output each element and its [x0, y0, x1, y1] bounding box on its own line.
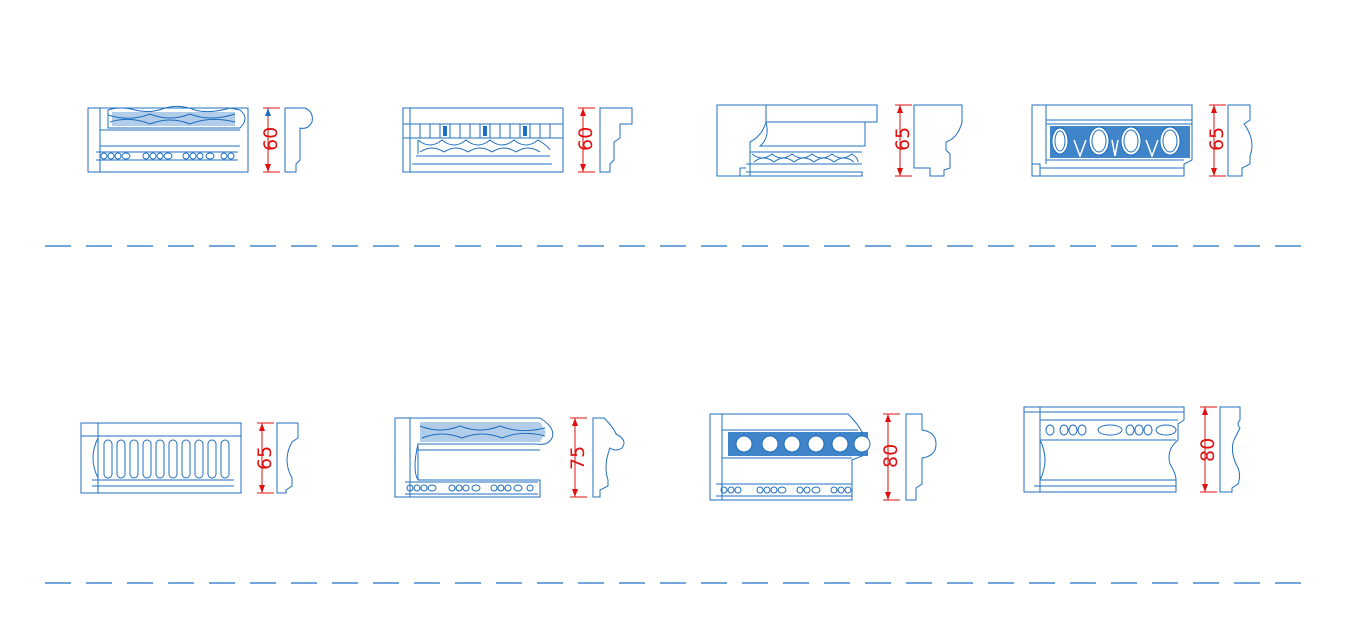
molding-5-dimension: 65	[254, 422, 276, 494]
molding-6-dimension: 75	[567, 417, 589, 498]
molding-3-profile	[913, 104, 963, 177]
dimension-label-m5: 65	[254, 446, 276, 470]
molding-3-dimension: 65	[892, 104, 914, 177]
molding-2-front-view	[402, 107, 564, 173]
molding-6-bead-row	[406, 484, 534, 492]
molding-5-profile	[276, 422, 299, 494]
molding-4[interactable]: 65	[1031, 104, 1253, 177]
molding-8-profile	[1219, 406, 1241, 493]
molding-1-dimension: 60	[260, 107, 282, 173]
molding-1-profile	[284, 107, 313, 173]
molding-8[interactable]: 80	[1023, 406, 1241, 493]
molding-1-bead-row	[100, 152, 235, 160]
molding-1[interactable]: 60	[87, 105, 313, 173]
molding-4-dimension: 65	[1206, 104, 1228, 177]
molding-2-dentils	[419, 123, 551, 139]
dimension-label-m8: 80	[1197, 438, 1219, 462]
molding-6-leaf-ornament	[419, 422, 546, 442]
molding-2-profile	[599, 107, 633, 173]
dimension-label-m6: 75	[567, 446, 589, 470]
molding-6-profile	[592, 417, 625, 498]
dimension-label-m4: 65	[1206, 127, 1228, 151]
molding-1-front-view	[87, 105, 249, 173]
molding-3-front-view	[716, 104, 878, 177]
dimension-label-m1: 60	[260, 127, 282, 151]
dimension-label-m2-visible: 60	[575, 127, 597, 151]
molding-1-leaf-ornament	[112, 112, 235, 126]
molding-4-front-view	[1031, 104, 1193, 177]
molding-3-rope	[751, 153, 859, 163]
molding-7[interactable]: 80	[709, 413, 937, 501]
molding-3[interactable]: 65	[716, 104, 963, 177]
molding-7-front-view	[709, 413, 871, 501]
molding-7-profile	[905, 413, 937, 501]
molding-7-circle-beads	[728, 432, 871, 456]
molding-8-bead-row	[1045, 424, 1177, 436]
molding-2-rope	[417, 139, 551, 154]
molding-4-profile	[1227, 104, 1253, 177]
molding-5-front-view	[80, 422, 242, 494]
dimension-label-m3: 65	[892, 127, 914, 151]
molding-6-front-view	[394, 417, 554, 498]
molding-7-bead-row	[720, 486, 852, 494]
molding-8-dimension: 80	[1197, 406, 1219, 493]
molding-2-dimension: 60	[575, 107, 597, 173]
molding-5[interactable]: 65	[80, 422, 299, 494]
molding-7-dimension: 80	[880, 413, 902, 501]
molding-8-front-view	[1023, 406, 1185, 493]
dimension-label-m7: 80	[880, 444, 902, 468]
molding-5-flutes	[103, 439, 230, 479]
molding-6[interactable]: 75	[394, 417, 625, 498]
molding-4-egg-and-dart	[1050, 126, 1190, 159]
molding-2[interactable]: 60	[402, 107, 633, 173]
